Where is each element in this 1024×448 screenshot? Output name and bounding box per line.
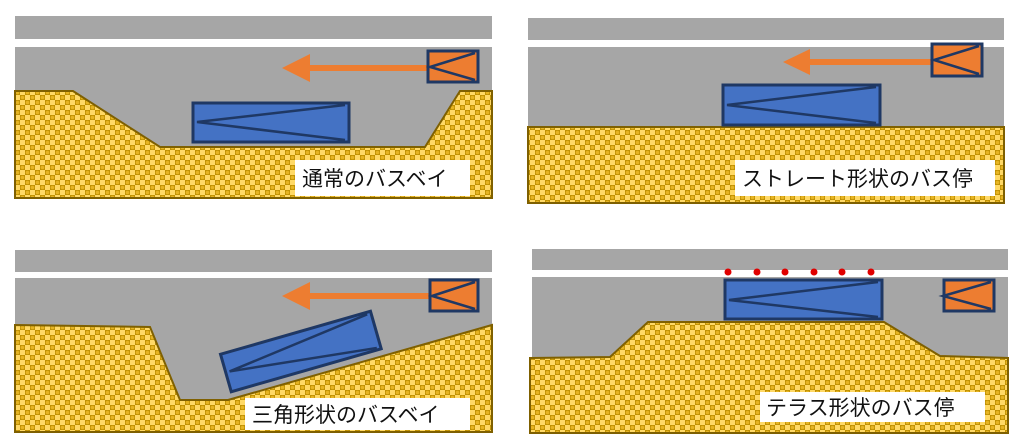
panel-terrace-bus-stop: テラス形状のバス停 xyxy=(529,249,1009,434)
bus-icon xyxy=(191,101,351,144)
direction-arrow-icon xyxy=(783,49,933,75)
panel-label: 通常のバスベイ xyxy=(302,167,448,191)
stop-marker-dot xyxy=(810,268,818,276)
stop-marker-dot xyxy=(838,268,846,276)
bus-icon xyxy=(723,278,884,321)
stop-marker-dot xyxy=(867,268,875,276)
car-icon xyxy=(929,42,984,78)
stop-marker-dot xyxy=(753,268,761,276)
panel-triangular-bus-bay: 三角形状のバスベイ xyxy=(14,250,493,433)
panel-label: テラス形状のバス停 xyxy=(766,396,955,420)
stop-marker-dot xyxy=(781,268,789,276)
opposite-lane xyxy=(532,249,1008,270)
stop-marker-dot xyxy=(724,268,732,276)
opposite-lane xyxy=(15,250,492,272)
panel-standard-bus-bay: 通常のバスベイ xyxy=(14,16,493,199)
car-icon xyxy=(938,278,996,313)
panel-label: ストレート形状のバス停 xyxy=(742,167,973,191)
direction-arrow-icon xyxy=(282,282,431,310)
panel-label: 三角形状のバスベイ xyxy=(252,403,440,427)
bus-icon xyxy=(721,83,882,127)
bus-icon xyxy=(218,309,384,394)
panel-straight-bus-stop: ストレート形状のバス停 xyxy=(527,18,1005,204)
car-icon xyxy=(425,49,480,84)
opposite-lane xyxy=(528,18,1004,40)
car-icon xyxy=(427,278,480,313)
direction-arrow-icon xyxy=(282,54,429,82)
opposite-lane xyxy=(15,16,492,39)
stop-markers xyxy=(724,268,875,276)
